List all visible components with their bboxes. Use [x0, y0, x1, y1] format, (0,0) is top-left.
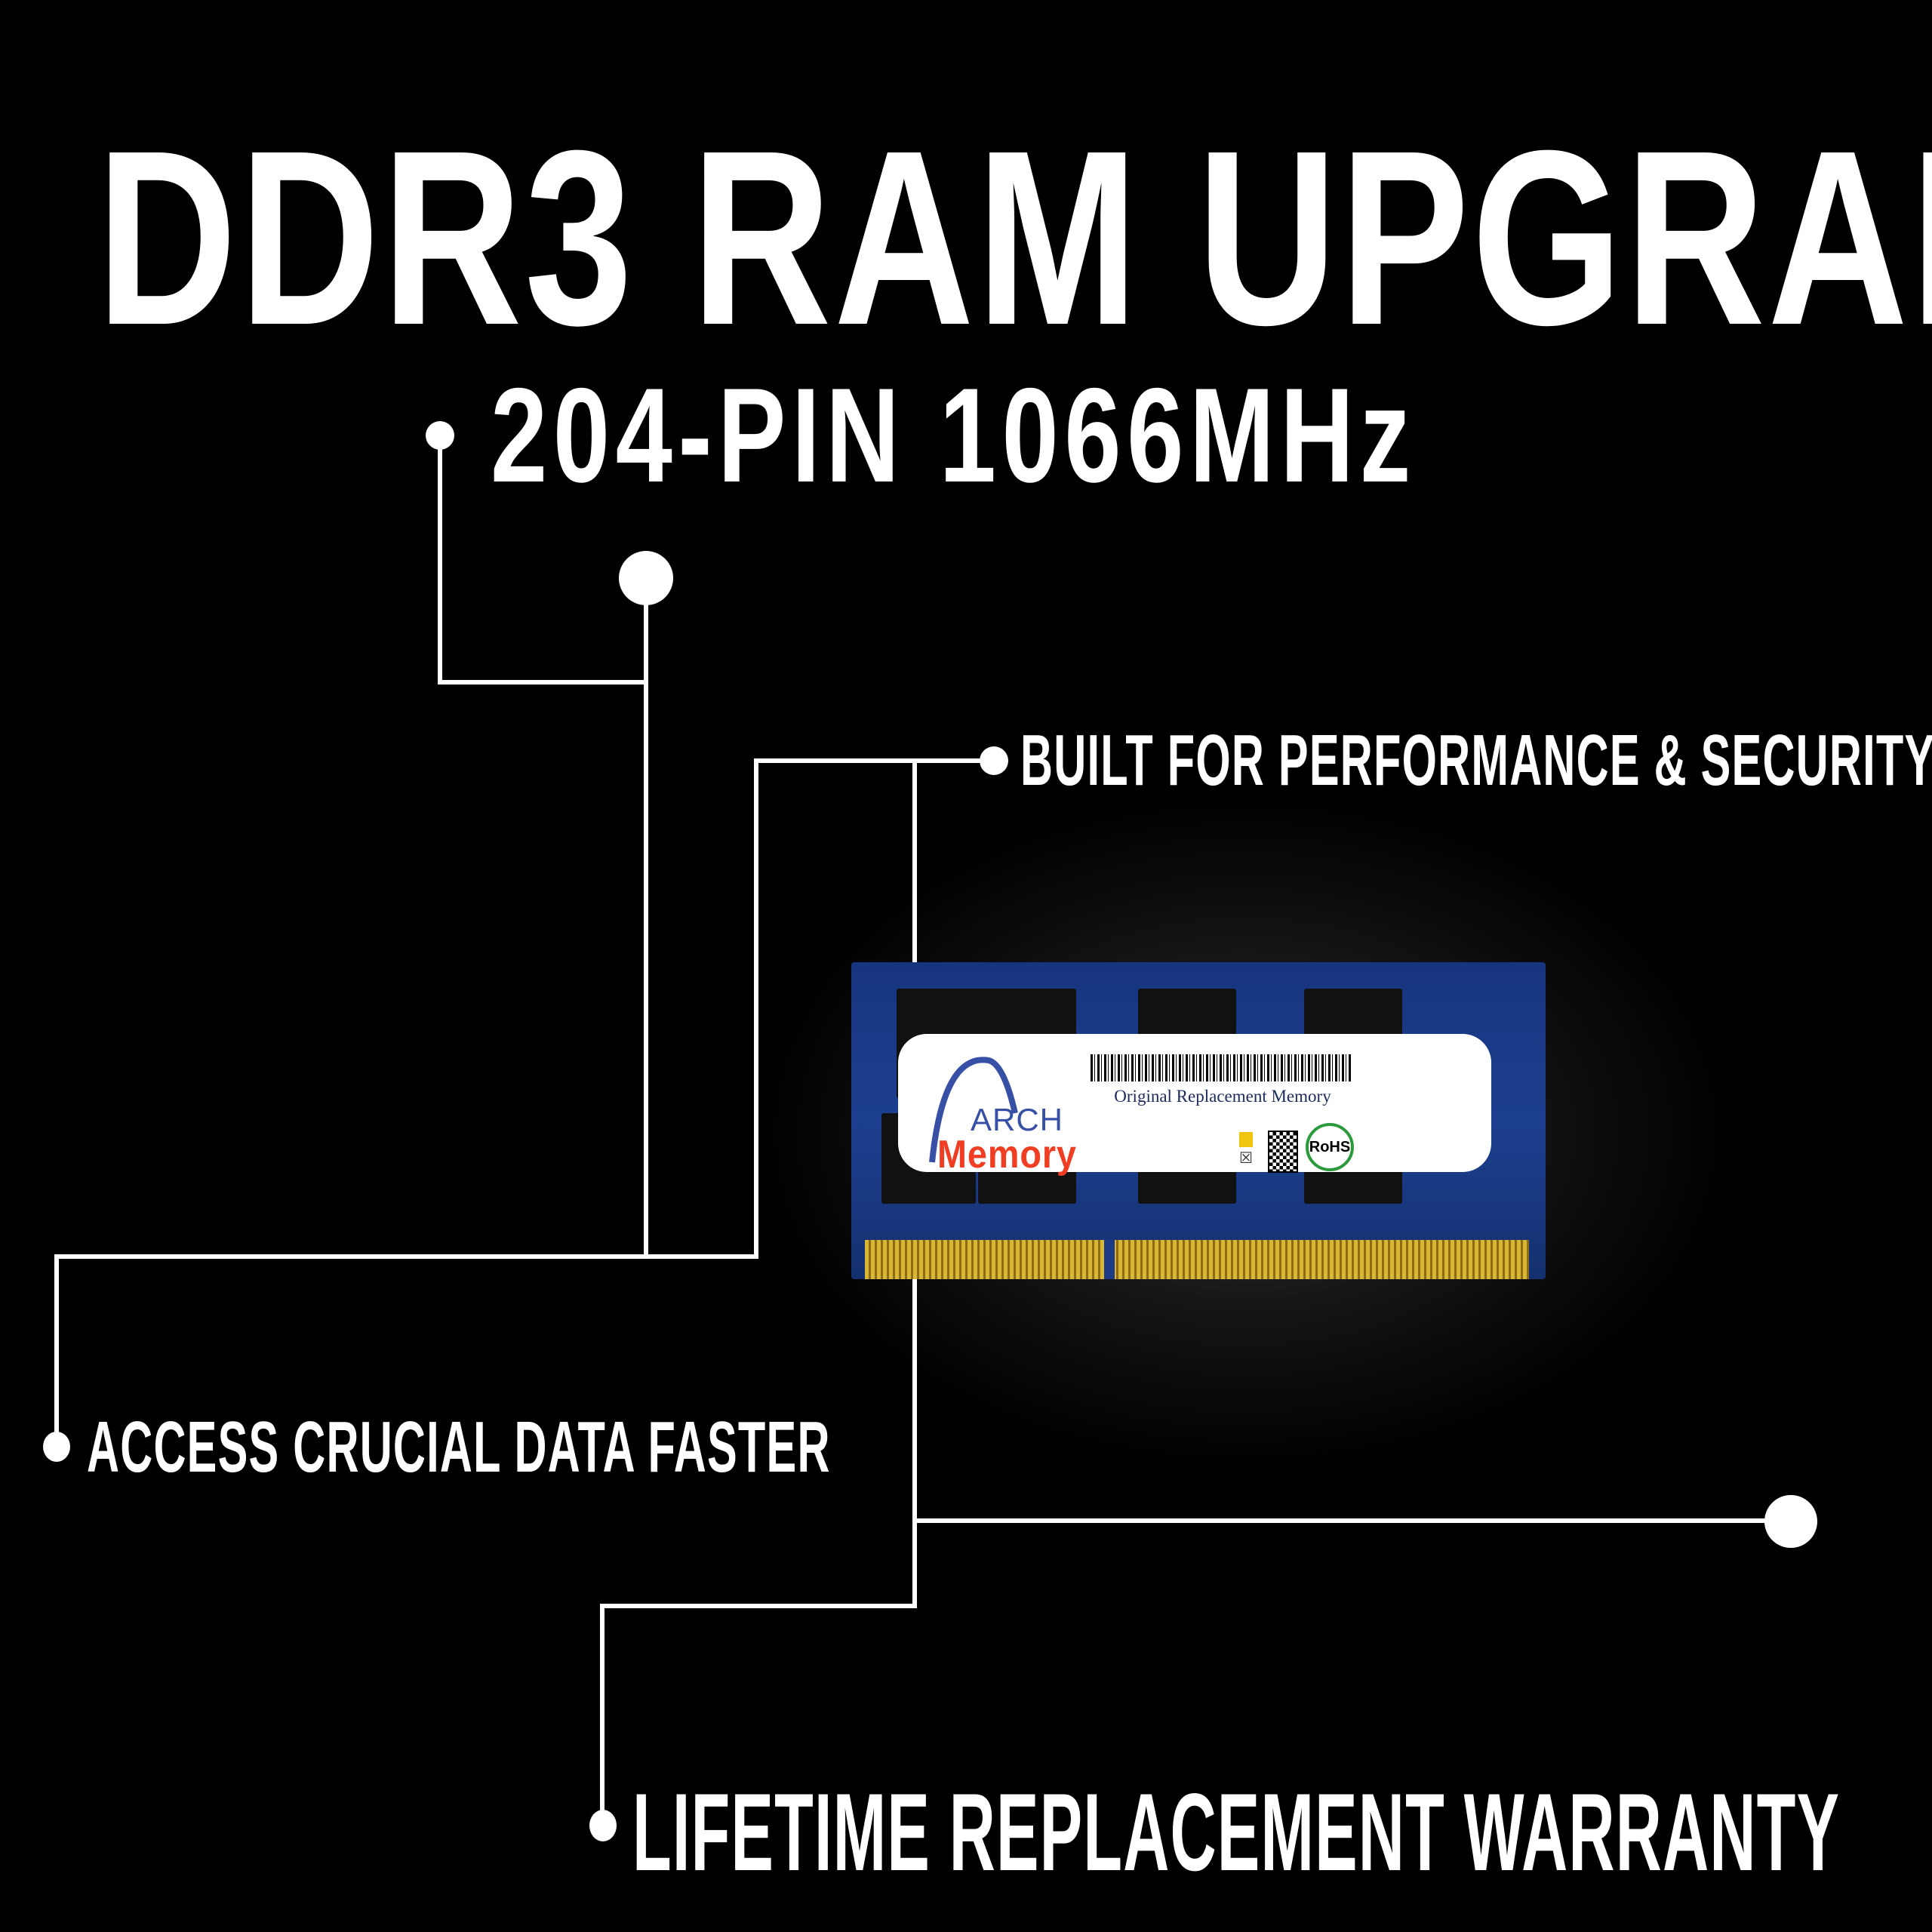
connector-line [438, 435, 442, 685]
module-notch [1104, 1240, 1115, 1279]
esd-warning-icon [1239, 1132, 1253, 1147]
connector-line [54, 1254, 59, 1447]
spec-subtitle: 204-PIN 1066MHz [491, 360, 1417, 510]
feature-warranty: LIFETIME REPLACEMENT WARRANTY [632, 1770, 1841, 1894]
ram-module-image: ARCH Memory Original Replacement Memory … [851, 962, 1546, 1279]
barcode [1091, 1054, 1351, 1081]
product-tagline: Original Replacement Memory [1114, 1087, 1331, 1106]
bullet-dot [980, 746, 1008, 775]
connector-line [754, 758, 758, 1259]
brand-name-memory: Memory [937, 1133, 1077, 1177]
gold-pins [865, 1240, 1529, 1279]
bullet-dot [589, 1810, 617, 1841]
connector-line [600, 1604, 605, 1826]
page-title: DDR3 RAM UPGRADE [97, 98, 1932, 377]
connector-line [600, 1604, 917, 1608]
bullet-dot [43, 1432, 70, 1462]
connector-line [644, 578, 648, 1257]
arch-logo-icon [929, 1057, 1018, 1163]
rohs-badge: RoHS [1306, 1123, 1354, 1171]
connector-line [754, 758, 994, 763]
connector-line [912, 1518, 1792, 1523]
product-label: ARCH Memory Original Replacement Memory … [898, 1034, 1491, 1177]
weee-bin-icon: ☒ [1239, 1150, 1253, 1167]
connector-line [54, 1254, 758, 1259]
connector-line [438, 680, 648, 685]
brand-name-arch: ARCH [971, 1102, 1064, 1137]
qr-code [1268, 1131, 1298, 1173]
feature-speed: ACCESS CRUCIAL DATA FASTER [87, 1407, 831, 1487]
bullet-dot-large [1764, 1495, 1817, 1548]
feature-performance: BUILT FOR PERFORMANCE & SECURITY [1020, 720, 1932, 801]
